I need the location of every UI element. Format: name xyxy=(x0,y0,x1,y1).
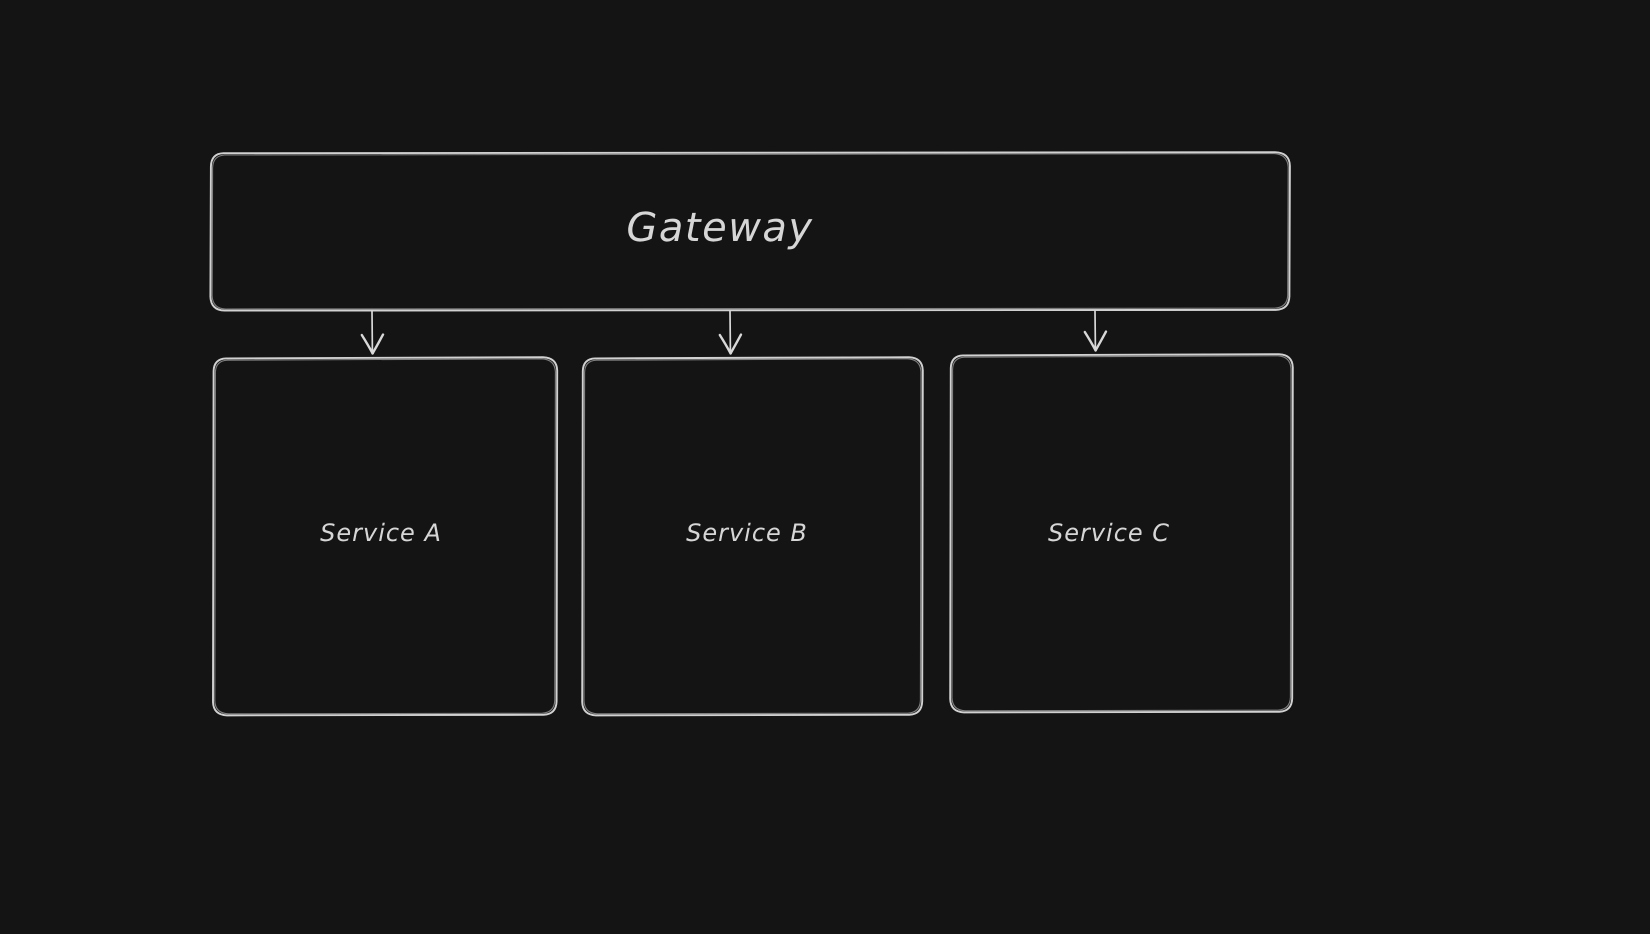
node-label-service-a: Service A xyxy=(320,519,442,547)
node-gateway-shape[interactable] xyxy=(209,151,1291,312)
node-service-c-shape[interactable] xyxy=(949,353,1294,714)
arrowhead-icon xyxy=(718,333,743,355)
arrowhead-icon xyxy=(360,333,385,355)
arrowhead-icon xyxy=(1083,330,1108,352)
edge-gateway-to-service-c[interactable] xyxy=(1083,310,1108,352)
node-label-service-b: Service B xyxy=(686,519,808,547)
node-label-gateway: Gateway xyxy=(626,205,814,251)
node-service-b-shape[interactable] xyxy=(581,356,924,717)
edge-gateway-to-service-b[interactable] xyxy=(718,310,743,355)
node-service-a-shape[interactable] xyxy=(212,356,559,717)
edge-gateway-to-service-a[interactable] xyxy=(360,310,385,355)
node-label-service-c: Service C xyxy=(1047,519,1171,547)
